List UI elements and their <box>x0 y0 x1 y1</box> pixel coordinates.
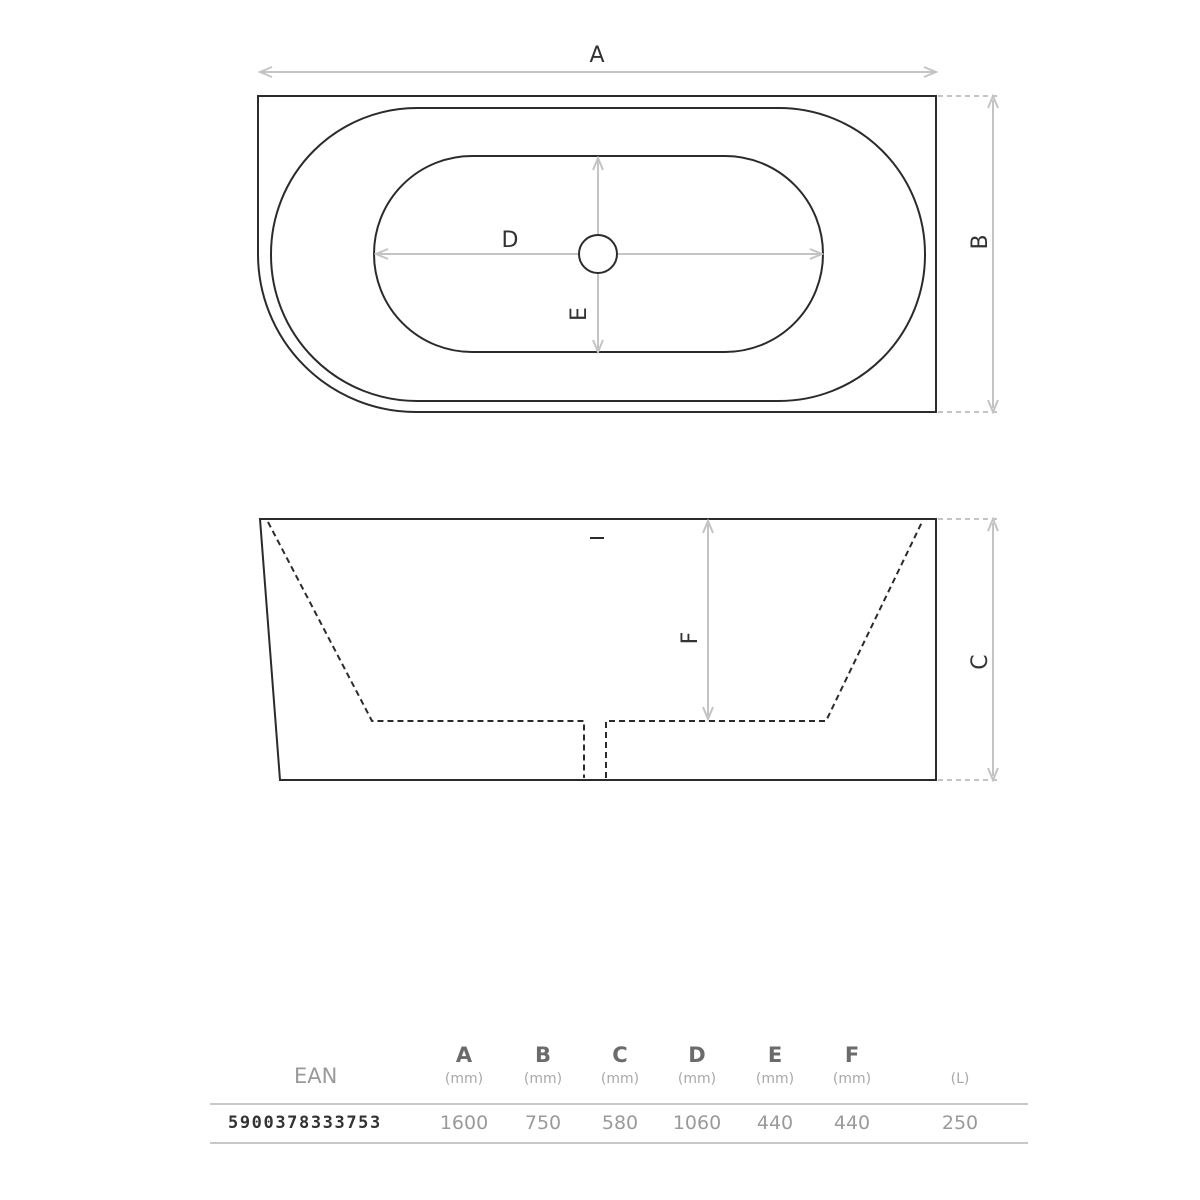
col-header-unit: (mm) <box>523 1071 563 1087</box>
col-header-unit: (mm) <box>677 1071 717 1087</box>
dimension-b <box>938 93 1000 415</box>
table-cell: 440 <box>833 1112 871 1134</box>
tub-outer-outline <box>257 95 937 413</box>
top-view: A D E B <box>257 43 1000 415</box>
table-cell: 440 <box>756 1112 794 1134</box>
bathtub-technical-drawing: A D E B <box>257 43 1000 783</box>
dimension-a <box>257 66 939 78</box>
table-cell: 750 <box>524 1112 562 1134</box>
table-cell: 250 <box>941 1112 979 1134</box>
table-cell: 1060 <box>672 1112 722 1134</box>
col-header-unit: (L) <box>950 1071 970 1087</box>
dimension-label-f: F <box>678 632 703 645</box>
col-header-letter: E <box>767 1043 783 1067</box>
col-header-unit: (mm) <box>600 1071 640 1087</box>
dimension-label-c: C <box>968 654 993 669</box>
col-header-letter: B <box>534 1043 551 1067</box>
col-header-letter: A <box>455 1043 473 1067</box>
table-divider-bottom <box>210 1142 1028 1144</box>
dimension-label-d: D <box>502 228 519 253</box>
table-divider-top <box>210 1103 1028 1105</box>
dimension-label-b: B <box>968 234 993 249</box>
dimension-d <box>373 248 825 260</box>
ean-header: EAN <box>294 1064 338 1088</box>
tub-side-outline <box>258 518 937 781</box>
dimension-label-e: E <box>567 307 592 321</box>
col-header-letter: D <box>688 1043 706 1067</box>
tub-side-inner-profile <box>267 521 923 778</box>
col-header-letter: C <box>612 1043 628 1067</box>
tub-rim-inner <box>270 107 926 402</box>
col-header-unit: (mm) <box>755 1071 795 1087</box>
col-header-unit: (mm) <box>832 1071 872 1087</box>
side-view: F C <box>258 516 1000 783</box>
drain-hole <box>578 234 618 274</box>
dimension-f <box>702 518 714 722</box>
table-cell: 580 <box>601 1112 639 1134</box>
dimension-c <box>938 516 1000 783</box>
table-cell: 1600 <box>439 1112 489 1134</box>
col-header-unit: (mm) <box>444 1071 484 1087</box>
ean-value: 5900378333753 <box>228 1113 382 1133</box>
dimension-label-a: A <box>589 43 604 68</box>
col-header-letter: F <box>844 1043 860 1067</box>
dimension-e <box>592 155 604 355</box>
